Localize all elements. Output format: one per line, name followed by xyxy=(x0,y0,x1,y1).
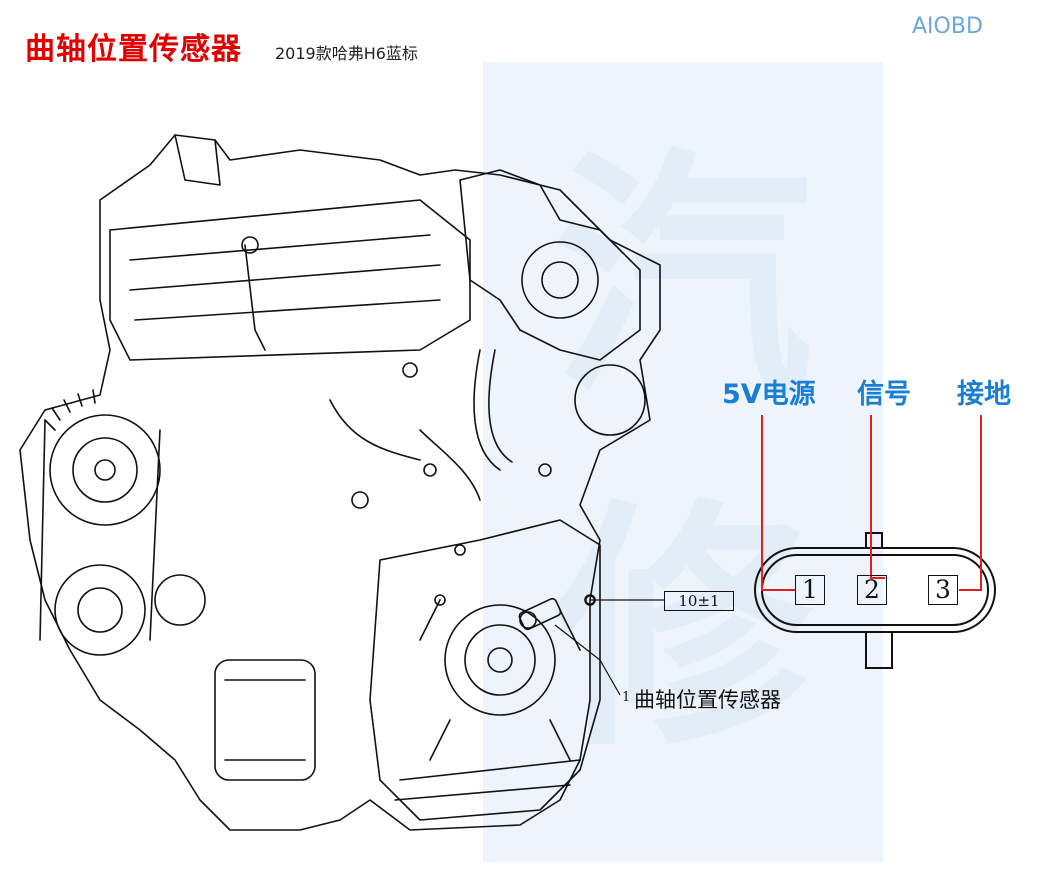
page-title: 曲轴位置传感器 xyxy=(25,32,242,67)
part-label: 曲轴位置传感器 xyxy=(634,688,781,712)
pin-3-function: 接地 xyxy=(957,379,1011,410)
connector-pin-1: 1 xyxy=(795,575,825,605)
vehicle-model: 2019款哈弗H6蓝标 xyxy=(275,44,418,63)
pin-1-function: 5V电源 xyxy=(722,379,816,410)
connector-pin-2: 2 xyxy=(857,575,887,605)
pin-2-function: 信号 xyxy=(857,379,911,410)
brand-logo: AIOBD xyxy=(912,14,983,39)
torque-spec-box: 10±1 xyxy=(664,591,734,611)
connector-pin-3: 3 xyxy=(928,575,958,605)
watermark-glyph-top: 汽 xyxy=(553,129,813,431)
part-number: 1 xyxy=(622,690,631,705)
watermark-panel xyxy=(483,62,883,862)
